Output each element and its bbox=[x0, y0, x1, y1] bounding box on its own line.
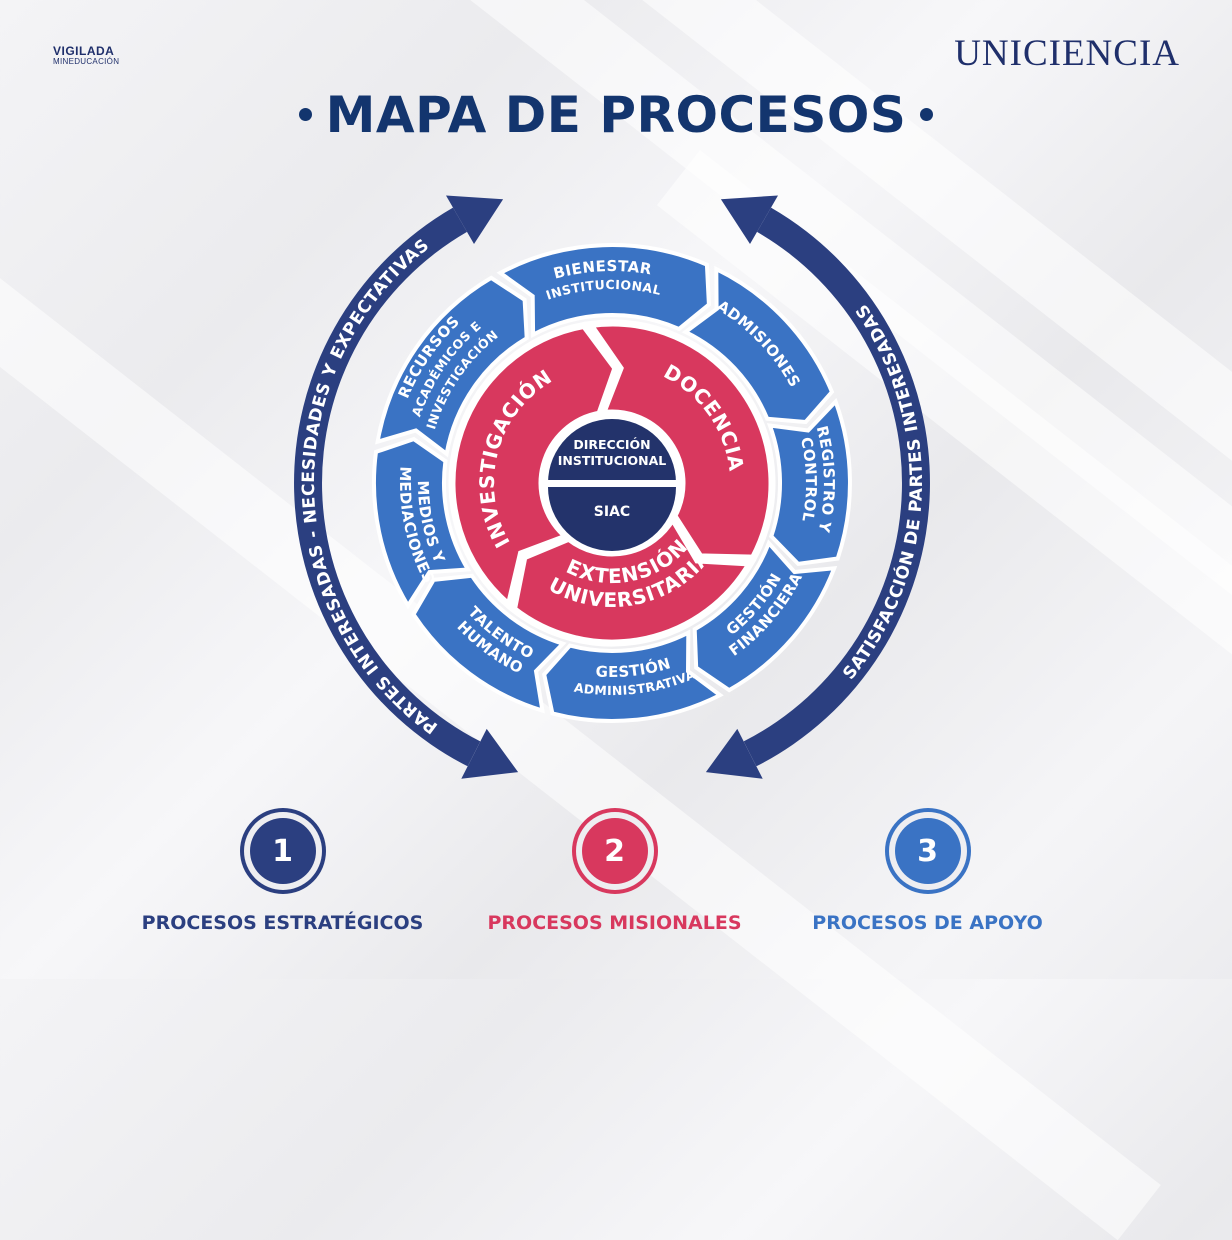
left-arc-arrowhead-top bbox=[446, 195, 504, 244]
legend-item-strategic: 1 PROCESOS ESTRATÉGICOS bbox=[140, 818, 425, 934]
legend: 1 PROCESOS ESTRATÉGICOS 2 PROCESOS MISIO… bbox=[0, 818, 1232, 968]
legend-item-support: 3 PROCESOS DE APOYO bbox=[790, 818, 1065, 934]
core-divider bbox=[548, 480, 676, 487]
legend-number-badge: 1 bbox=[249, 818, 316, 884]
core-direction-label: DIRECCIÓN bbox=[573, 437, 650, 452]
support-process-segment bbox=[372, 436, 472, 610]
support-process-segment bbox=[375, 275, 529, 458]
legend-number-badge: 3 bbox=[894, 818, 961, 884]
core-top-half bbox=[548, 419, 676, 483]
legend-number-badge: 2 bbox=[581, 818, 648, 884]
process-map-diagram: PARTES INTERESADAS - NECESIDADES Y EXPEC… bbox=[294, 195, 930, 779]
left-stakeholder-arc bbox=[294, 207, 481, 767]
right-arc-arrowhead-top bbox=[720, 195, 778, 244]
core-direction-label: INSTITUCIONAL bbox=[558, 453, 667, 468]
title-text: MAPA DE PROCESOS bbox=[325, 86, 907, 144]
brand-logo: UNICIENCIA bbox=[954, 33, 1180, 74]
right-arc-label: SATISFACCIÓN DE PARTES INTERESADAS bbox=[839, 300, 927, 684]
title-dot-left bbox=[298, 108, 312, 121]
support-process-segment bbox=[766, 397, 852, 567]
legend-number: 3 bbox=[917, 833, 938, 869]
support-process-segment bbox=[681, 265, 835, 425]
support-process-segment bbox=[692, 539, 838, 693]
legend-item-missional: 2 PROCESOS MISIONALES bbox=[472, 818, 757, 934]
support-process-segment bbox=[411, 573, 567, 714]
core-bottom-half bbox=[548, 487, 676, 551]
support-process-segment bbox=[496, 243, 711, 339]
right-arc-arrowhead-bottom bbox=[705, 728, 763, 779]
support-process-label: CONTROL bbox=[797, 436, 820, 524]
legend-label: PROCESOS ESTRATÉGICOS bbox=[141, 912, 424, 934]
title-dot-right bbox=[920, 108, 934, 121]
left-arc-arrowhead-bottom bbox=[461, 728, 519, 779]
legend-number: 1 bbox=[272, 833, 293, 869]
vigilada-text: VIGILADA bbox=[53, 44, 115, 58]
support-process-segment bbox=[542, 629, 724, 723]
page-title: MAPA DE PROCESOS bbox=[0, 86, 1232, 144]
legend-number: 2 bbox=[604, 833, 625, 869]
mineducacion-text: MINEDUCACIÓN bbox=[53, 57, 120, 66]
core-siac-label: SIAC bbox=[594, 504, 630, 520]
legend-label: PROCESOS DE APOYO bbox=[812, 912, 1043, 934]
right-satisfaction-arc bbox=[743, 207, 930, 767]
vigilada-logo: VIGILADA MINEDUCACIÓN bbox=[53, 44, 119, 66]
legend-label: PROCESOS MISIONALES bbox=[487, 912, 742, 934]
